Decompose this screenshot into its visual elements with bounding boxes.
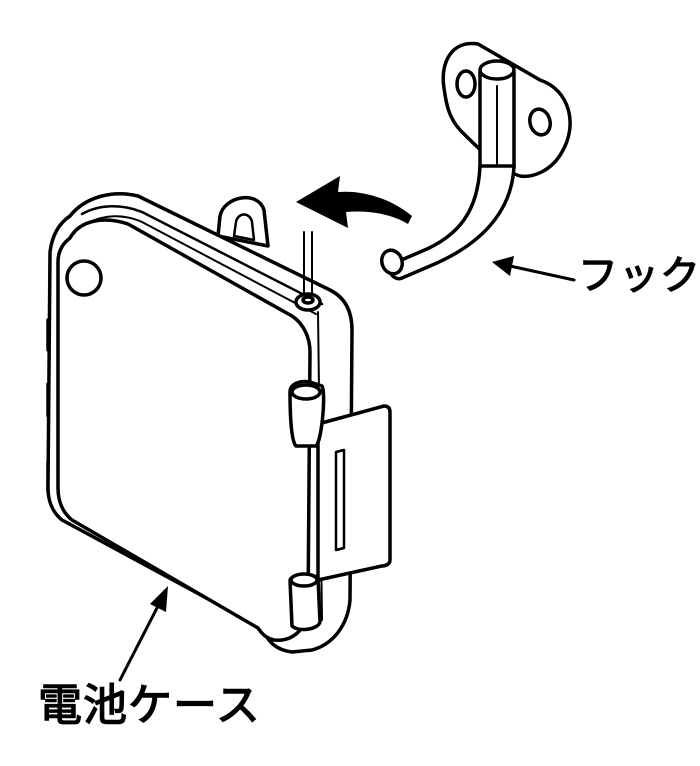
hook-rod xyxy=(387,164,516,281)
hook-screw-hole-right xyxy=(528,107,552,137)
battery-case-label: 電池ケース xyxy=(38,680,261,731)
hook-label: フック xyxy=(578,253,700,299)
hook-leader-line xyxy=(508,264,576,282)
case-lid xyxy=(56,218,312,642)
battery-case xyxy=(46,192,392,654)
hook-screw-hole-left xyxy=(455,69,477,99)
case-mounting-bracket xyxy=(316,404,392,582)
case-screw-cap xyxy=(65,259,103,297)
hook-leader-arrowhead xyxy=(492,256,514,276)
hook xyxy=(379,41,572,281)
case-leader-line xyxy=(118,604,160,682)
bracket-slot xyxy=(334,448,346,552)
curved-arrow-icon xyxy=(296,176,412,228)
hook-barrel-top xyxy=(478,59,516,81)
hook-rod-end xyxy=(379,248,405,276)
case-leader-arrowhead xyxy=(150,586,168,612)
